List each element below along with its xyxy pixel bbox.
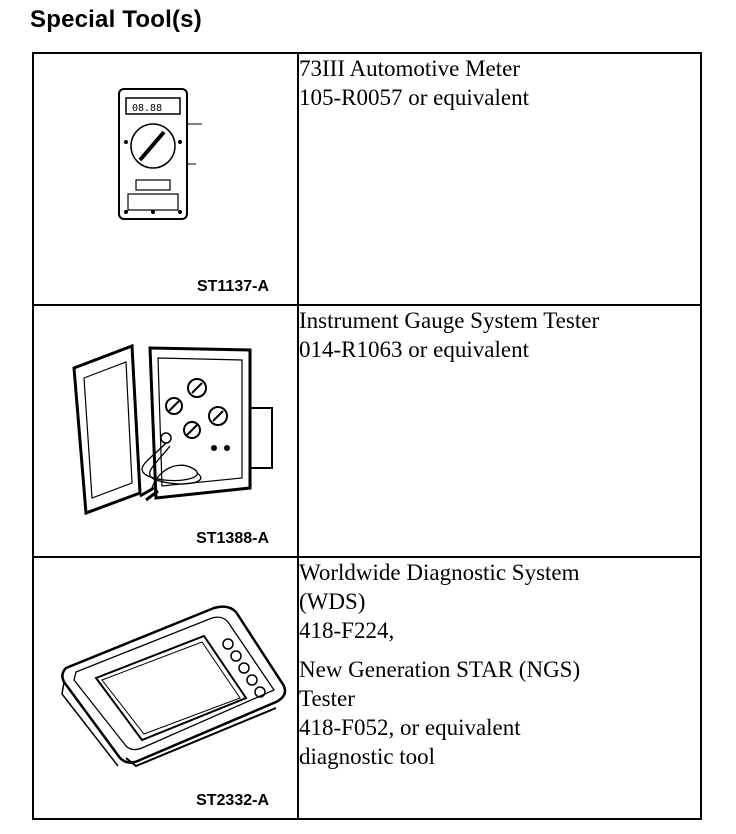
- tool-name: 73III Automotive Meter: [299, 56, 521, 81]
- tool-description: diagnostic tool: [299, 744, 436, 769]
- tool-name: New Generation STAR (NGS): [299, 657, 581, 682]
- multimeter-icon: 08.88: [118, 88, 202, 220]
- tool-description-cell: Worldwide Diagnostic System (WDS) 418-F2…: [297, 556, 702, 820]
- table-row: 08.88 ST1137-A 73III Automotive Meter: [32, 52, 702, 306]
- table-row: ST1388-A Instrument Gauge System Tester …: [32, 304, 702, 558]
- tool-reference-code: ST2332-A: [196, 792, 269, 809]
- tool-name: Instrument Gauge System Tester: [299, 308, 600, 333]
- diagnostic-tablet-icon: [61, 605, 287, 768]
- tool-part-number: 105-R0057 or equivalent: [299, 85, 529, 110]
- tool-description-cell: 73III Automotive Meter 105-R0057 or equi…: [297, 52, 702, 306]
- tool-reference-code: ST1388-A: [196, 530, 269, 547]
- tool-part-number: 014-R1063 or equivalent: [299, 337, 529, 362]
- tool-name: Worldwide Diagnostic System: [299, 560, 580, 585]
- tool-image-cell: ST1388-A: [32, 304, 299, 558]
- tool-name-abbreviation: (WDS): [299, 589, 366, 614]
- svg-text:08.88: 08.88: [132, 103, 162, 114]
- tool-image-cell: 08.88 ST1137-A: [32, 52, 299, 306]
- tool-part-number: 418-F224,: [299, 618, 395, 643]
- tool-description-cell: Instrument Gauge System Tester 014-R1063…: [297, 304, 702, 558]
- tool-image-cell: ST2332-A: [32, 556, 299, 820]
- special-tools-table: 08.88 ST1137-A 73III Automotive Meter: [32, 52, 702, 820]
- tool-part-number: 418-F052, or equivalent: [299, 715, 521, 740]
- tool-reference-code: ST1137-A: [196, 278, 269, 295]
- table-row: ST2332-A Worldwide Diagnostic System (WD…: [32, 556, 702, 820]
- gauge-tester-case-icon: [72, 343, 273, 516]
- page-title: Special Tool(s): [30, 6, 202, 33]
- tool-name: Tester: [299, 686, 355, 711]
